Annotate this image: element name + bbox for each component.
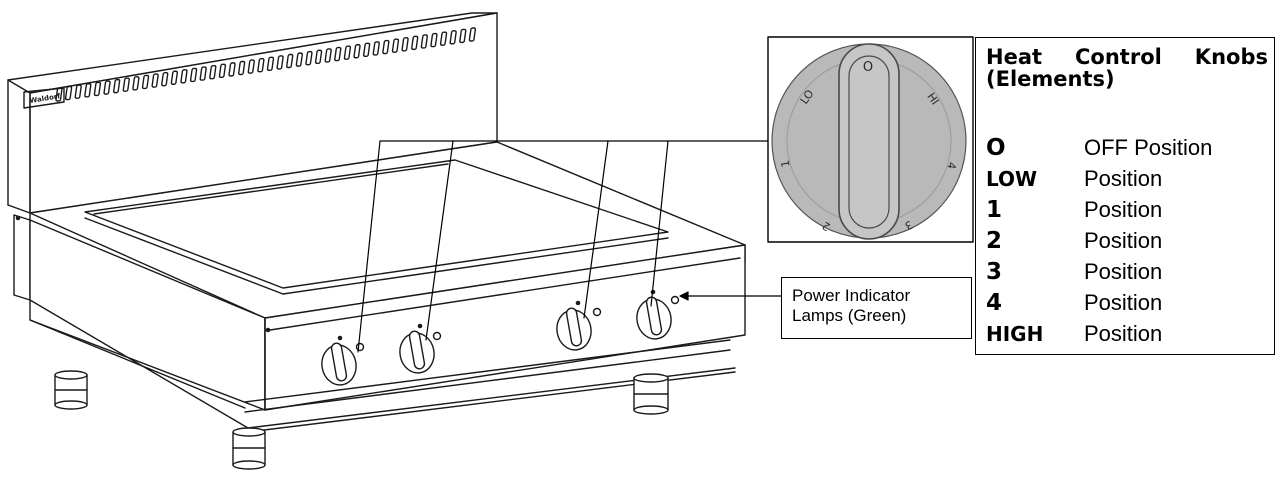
vent-slot <box>324 48 332 63</box>
vent-slot <box>141 74 150 90</box>
legend-description: Position <box>1084 290 1163 315</box>
legend-symbol: 4 <box>986 290 1003 316</box>
vent-slot <box>84 83 92 98</box>
vent-slot <box>218 63 227 78</box>
dial-label-1: 1 <box>779 159 793 168</box>
legend-row-1: 1 Position <box>986 194 1271 225</box>
vent-slot <box>112 78 121 94</box>
vent-slot <box>362 42 371 58</box>
vent-slot <box>449 30 457 45</box>
knob-position-legend: Heat Control Knobs (Elements) O OFF Posi… <box>975 37 1275 355</box>
vent-slot <box>247 59 255 74</box>
vent-slot <box>189 67 198 83</box>
legend-row-high: HIGH Position <box>986 318 1271 349</box>
legend-description: Position <box>1084 228 1163 253</box>
legend-row-off: O OFF Position <box>986 132 1271 163</box>
vent-slot <box>276 55 284 70</box>
vent-slot <box>161 71 169 87</box>
knob-2 <box>399 323 442 374</box>
legend-description: OFF Position <box>1084 135 1213 160</box>
vent-slot <box>74 84 82 99</box>
vent-slot <box>237 60 246 76</box>
dial-label-off: O <box>863 60 873 75</box>
vent-slot <box>151 73 159 88</box>
vent-slot <box>209 64 217 80</box>
vent-slot <box>180 69 188 84</box>
appliance-body <box>13 214 746 433</box>
leader-lines <box>357 140 782 353</box>
foot-front-left <box>232 427 266 470</box>
legend-symbol: 3 <box>986 259 1003 285</box>
vent-slot <box>391 38 400 53</box>
vent-slot <box>334 46 342 62</box>
vent-slot <box>64 85 73 101</box>
vent-slot <box>343 45 352 60</box>
vent-slot <box>228 62 236 77</box>
legend-row-2: 2 Position <box>986 225 1271 256</box>
foot-left <box>54 370 88 410</box>
vent-slots <box>55 27 477 102</box>
vent-slot <box>295 52 304 67</box>
legend-symbol: HIGH <box>986 322 1044 346</box>
vent-slot <box>286 53 294 69</box>
legend-description: Position <box>1084 259 1163 284</box>
legend-row-3: 3 Position <box>986 256 1271 287</box>
cooking-surface <box>29 141 746 319</box>
vent-slot <box>353 44 361 59</box>
vent-slot <box>199 66 207 81</box>
legend-description: Position <box>1084 166 1163 191</box>
splashback: Waldorf <box>7 12 498 214</box>
legend-description: Position <box>1084 197 1163 222</box>
vent-slot <box>93 81 102 97</box>
feet <box>54 370 669 470</box>
vent-slot <box>170 70 179 85</box>
knob-4 <box>636 289 680 340</box>
legend-symbol: LOW <box>986 167 1038 191</box>
power-indicator-callout: Power Indicator Lamps (Green) <box>781 277 972 339</box>
vent-slot <box>314 49 323 65</box>
vent-slot <box>122 77 130 92</box>
vent-slot <box>132 76 140 91</box>
vent-slot <box>103 80 111 95</box>
vent-slot <box>266 56 275 72</box>
legend-symbol: 2 <box>986 228 1003 254</box>
legend-title: Heat Control Knobs (Elements) <box>986 45 1268 91</box>
legend-symbol: 1 <box>986 197 1003 223</box>
vent-slot <box>430 32 438 48</box>
callout-line-2: Lamps (Green) <box>792 306 907 325</box>
vent-slot <box>468 27 477 42</box>
vent-slot <box>420 34 429 49</box>
callout-line-1: Power Indicator <box>792 286 911 305</box>
legend-symbol: O <box>986 135 1006 161</box>
legend-description: Position <box>1084 321 1163 346</box>
legend-row-low: LOW Position <box>986 163 1271 194</box>
foot-front-right <box>633 373 669 415</box>
vent-slot <box>257 57 265 73</box>
vent-slot <box>439 31 448 46</box>
knob-dial-inset <box>767 36 974 243</box>
dial-label-4: 4 <box>944 161 958 170</box>
vent-slot <box>401 37 409 52</box>
legend-row-4: 4 Position <box>986 287 1271 318</box>
vent-slot <box>382 39 390 55</box>
vent-slot <box>411 35 419 51</box>
knob-3 <box>556 300 602 351</box>
vent-slot <box>55 87 63 102</box>
vent-slot <box>459 28 467 44</box>
vent-slot <box>372 41 380 56</box>
vent-slot <box>305 51 313 66</box>
